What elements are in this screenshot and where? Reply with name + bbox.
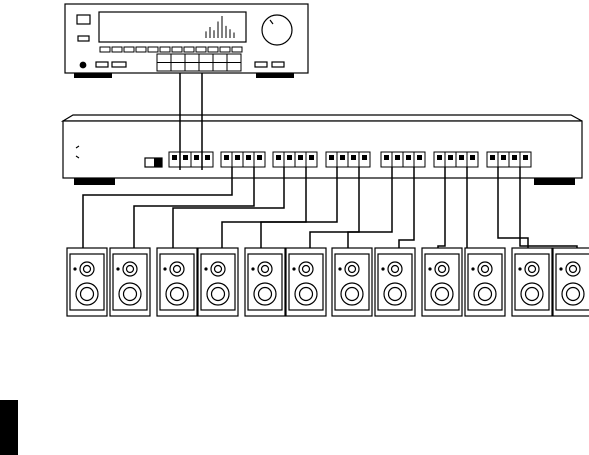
selector-foot-left bbox=[74, 178, 115, 185]
speaker bbox=[465, 248, 505, 316]
speaker-dot bbox=[73, 267, 76, 270]
speaker-cabinet bbox=[512, 248, 552, 316]
output-wire bbox=[498, 167, 528, 248]
speaker-dot bbox=[163, 267, 166, 270]
terminal-screw bbox=[395, 155, 400, 160]
speaker-cabinet bbox=[67, 248, 107, 316]
mode-switch-slider bbox=[154, 158, 162, 167]
speaker-dot bbox=[204, 267, 207, 270]
speaker-dot bbox=[428, 267, 431, 270]
terminal-screw bbox=[437, 155, 442, 160]
speaker bbox=[67, 248, 107, 316]
terminal-screw bbox=[224, 155, 229, 160]
speaker bbox=[198, 248, 238, 316]
speaker-dot bbox=[116, 267, 119, 270]
terminal-screw bbox=[470, 155, 475, 160]
terminal-screw bbox=[384, 155, 389, 160]
terminal-screw bbox=[205, 155, 210, 160]
terminal-screw bbox=[235, 155, 240, 160]
selector-foot-right bbox=[534, 178, 575, 185]
speaker-cabinet bbox=[198, 248, 238, 316]
terminal-screw bbox=[406, 155, 411, 160]
speaker-dot bbox=[251, 267, 254, 270]
terminal-screw bbox=[194, 155, 199, 160]
speaker bbox=[245, 248, 285, 316]
speaker-dot bbox=[518, 267, 521, 270]
receiver-foot-left bbox=[74, 73, 112, 78]
receiver-foot-right bbox=[256, 73, 294, 78]
terminal-screw bbox=[512, 155, 517, 160]
speaker bbox=[157, 248, 197, 316]
speaker-dot bbox=[381, 267, 384, 270]
terminal-screw bbox=[309, 155, 314, 160]
page-side-tab bbox=[0, 400, 18, 455]
terminal-screw bbox=[490, 155, 495, 160]
terminal-screw bbox=[501, 155, 506, 160]
speaker-cabinet bbox=[375, 248, 415, 316]
speaker-dot bbox=[559, 267, 562, 270]
output-wire bbox=[399, 167, 414, 248]
terminal-screw bbox=[448, 155, 453, 160]
speaker bbox=[553, 248, 589, 316]
speaker-cabinet bbox=[553, 248, 589, 316]
selector-body bbox=[63, 121, 582, 178]
output-wire bbox=[173, 167, 284, 248]
selector-top-face bbox=[63, 115, 582, 121]
speaker-row bbox=[67, 248, 589, 316]
speaker-cabinet bbox=[332, 248, 372, 316]
speaker-dot bbox=[292, 267, 295, 270]
terminal-screw bbox=[351, 155, 356, 160]
terminal-screw bbox=[459, 155, 464, 160]
speaker bbox=[286, 248, 326, 316]
speaker-cabinet bbox=[465, 248, 505, 316]
terminal-screw bbox=[298, 155, 303, 160]
terminal-screw bbox=[246, 155, 251, 160]
terminal-screw bbox=[172, 155, 177, 160]
av-receiver bbox=[65, 4, 308, 78]
speaker bbox=[332, 248, 372, 316]
terminal-screw bbox=[287, 155, 292, 160]
speaker-cabinet bbox=[245, 248, 285, 316]
headphone-jack bbox=[80, 62, 86, 68]
speaker-cabinet bbox=[110, 248, 150, 316]
terminal-screw bbox=[417, 155, 422, 160]
speaker bbox=[110, 248, 150, 316]
terminal-screw bbox=[362, 155, 367, 160]
terminal-screw bbox=[257, 155, 262, 160]
speaker-dot bbox=[338, 267, 341, 270]
output-wire bbox=[310, 167, 359, 248]
output-wire bbox=[438, 167, 445, 248]
terminal-screw bbox=[183, 155, 188, 160]
terminal-screw bbox=[523, 155, 528, 160]
terminal-screw bbox=[329, 155, 334, 160]
speaker-cabinet bbox=[422, 248, 462, 316]
speaker-cabinet bbox=[157, 248, 197, 316]
output-wire bbox=[348, 167, 392, 248]
terminal-screw bbox=[340, 155, 345, 160]
speaker bbox=[512, 248, 552, 316]
speaker bbox=[422, 248, 462, 316]
terminal-screw bbox=[276, 155, 281, 160]
speaker-dot bbox=[471, 267, 474, 270]
output-wire bbox=[467, 167, 489, 252]
speaker bbox=[375, 248, 415, 316]
speaker-selector bbox=[63, 115, 582, 185]
speaker-cabinet bbox=[286, 248, 326, 316]
